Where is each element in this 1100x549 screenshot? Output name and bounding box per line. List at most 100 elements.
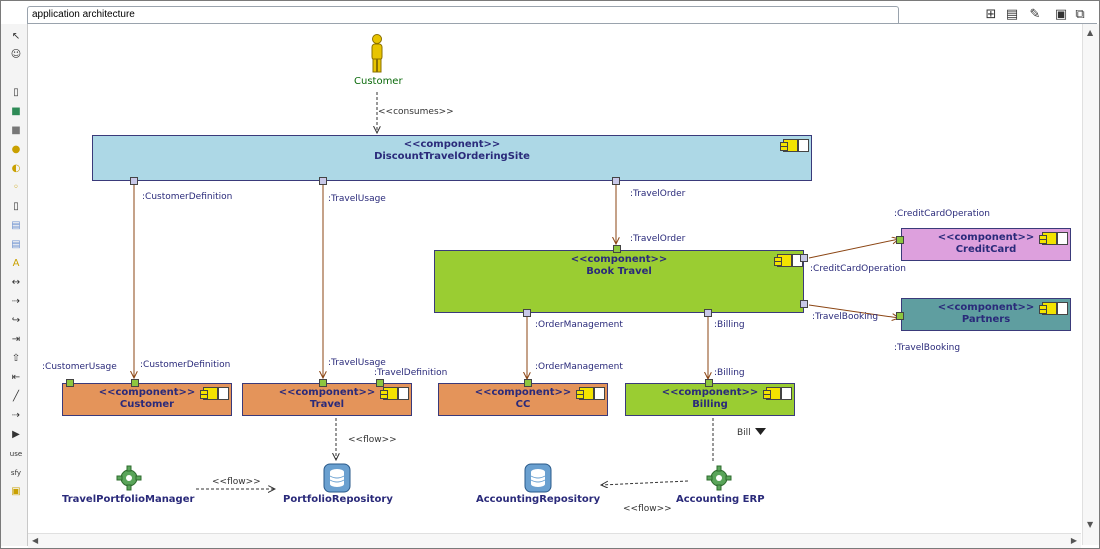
component-discount-travel-ordering-site[interactable]: <<component>> DiscountTravelOrderingSite [92,135,812,181]
component-stereotype: <<component>> [98,387,196,398]
satisfy-icon[interactable]: sfy [10,469,22,477]
component-stereotype: <<component>> [937,232,1035,243]
title-divider [27,23,1097,24]
port-travel-usage-in[interactable] [319,379,327,387]
scroll-right-icon[interactable]: ▶ [1070,536,1077,545]
port-credit-card-in[interactable] [896,236,904,244]
gear-icon[interactable] [116,465,142,491]
node-accounting-erp[interactable]: Accounting ERP [676,494,765,505]
component-stereotype: <<component>> [403,139,501,150]
component-name: Travel [309,399,345,410]
database-icon[interactable] [323,463,351,493]
format-brush-icon[interactable]: ✎ [1029,7,1041,22]
component-box-icon[interactable]: ▯ [13,201,19,212]
component-customer[interactable]: <<component>> Customer [62,383,232,416]
component-stereotype: <<component>> [937,302,1035,313]
component-icon [1057,232,1068,245]
port-credit-card-operation[interactable] [800,254,808,262]
dependency-icon[interactable]: ⇢ [11,296,21,307]
connector-icon[interactable]: ↪ [11,315,21,326]
grid-icon[interactable]: ⊞ [985,7,997,22]
bill-dropdown-icon[interactable] [755,428,767,437]
port-order-management[interactable] [523,309,531,317]
note-icon[interactable]: ▣ [11,486,21,497]
component-icon [1039,232,1057,245]
usage-icon[interactable]: use [9,450,23,458]
label-order-management: :OrderManagement [535,320,623,330]
component-name: Partners [961,314,1011,325]
port-billing-in[interactable] [705,379,713,387]
actor-tool-icon[interactable]: ● [11,144,21,155]
component-name: Book Travel [586,266,652,277]
text-tool-icon[interactable]: A [12,258,20,269]
delegation-icon[interactable]: ⇥ [11,334,21,345]
realization-icon[interactable]: ⇧ [11,353,21,364]
port-travel-definition[interactable] [376,379,384,387]
component-name: CC [515,399,531,410]
label-travel-order-in: :TravelOrder [630,234,686,244]
association-icon[interactable]: ↔ [11,277,21,288]
flow-label-travel: <<flow>> [348,435,397,445]
class-icon[interactable]: ▤ [11,220,21,231]
copy-icon[interactable]: ⧉ [1075,7,1085,22]
port-travel-usage[interactable] [319,177,327,185]
port-order-management-in[interactable] [524,379,532,387]
gear-icon[interactable] [706,465,732,491]
label-billing: :Billing [714,320,745,330]
component-tool-icon[interactable]: ▯ [13,87,19,98]
database-icon[interactable] [524,463,552,493]
actor-icon[interactable] [368,34,386,74]
frame-icon[interactable]: ▤ [11,239,21,250]
component-icon [780,139,798,152]
component-stereotype: <<component>> [474,387,572,398]
bill-label: Bill [737,428,751,438]
port-customer-definition-in[interactable] [131,379,139,387]
node-accounting-repository[interactable]: AccountingRepository [476,494,601,505]
flow-tool-icon[interactable]: ⇢ [11,410,21,421]
triangle-arrow-icon[interactable]: ▶ [12,429,20,440]
save-icon[interactable]: ▣ [1054,7,1068,22]
line-tool-icon[interactable]: ╱ [12,391,20,402]
component-credit-card[interactable]: <<component>> CreditCard [901,228,1071,261]
component-icon [576,387,594,400]
port-billing[interactable] [704,309,712,317]
vertical-scrollbar[interactable]: ▲ ▼ [1082,24,1099,545]
pointer-icon[interactable]: ↖ [11,31,21,42]
component-cc[interactable]: <<component>> CC [438,383,608,416]
scroll-down-icon[interactable]: ▼ [1087,520,1094,529]
component-icon [380,387,398,400]
port-travel-order[interactable] [612,177,620,185]
port-partners-in[interactable] [896,312,904,320]
component-name: CreditCard [955,244,1017,255]
node-portfolio-repository[interactable]: PortfolioRepository [283,494,393,505]
horizontal-scrollbar[interactable]: ◀ ▶ [28,533,1081,548]
label-customer-definition-in: :CustomerDefinition [140,360,231,370]
component-partners[interactable]: <<component>> Partners [901,298,1071,331]
component-travel[interactable]: <<component>> Travel [242,383,412,416]
node-icon[interactable]: ■ [11,125,21,136]
label-credit-card-operation: :CreditCardOperation [810,264,906,274]
port-tool-icon[interactable]: ◦ [13,182,19,193]
layout-icon[interactable]: ▤ [1005,7,1019,22]
interface-icon[interactable]: ◐ [11,163,21,174]
smiley-icon[interactable]: ☺ [10,49,22,60]
component-icon [763,387,781,400]
port-travel-order-in[interactable] [613,245,621,253]
label-order-management-in: :OrderManagement [535,362,623,372]
scroll-left-icon[interactable]: ◀ [32,536,39,545]
port-customer-usage[interactable] [66,379,74,387]
scroll-up-icon[interactable]: ▲ [1087,28,1094,37]
component-billing[interactable]: <<component>> Billing [625,383,795,416]
port-travel-booking[interactable] [800,300,808,308]
component-stereotype: <<component>> [661,387,759,398]
consumes-label: <<consumes>> [378,107,454,117]
generalization-icon[interactable]: ⇤ [11,372,21,383]
port-customer-definition[interactable] [130,177,138,185]
component-book-travel[interactable]: <<component>> Book Travel [434,250,804,313]
component-icon [781,387,792,400]
package-icon[interactable]: ■ [11,106,21,117]
node-travel-portfolio-manager[interactable]: TravelPortfolioManager [62,494,195,505]
diagram-tab[interactable]: application architecture [27,6,899,24]
actor-label: Customer [354,76,403,87]
